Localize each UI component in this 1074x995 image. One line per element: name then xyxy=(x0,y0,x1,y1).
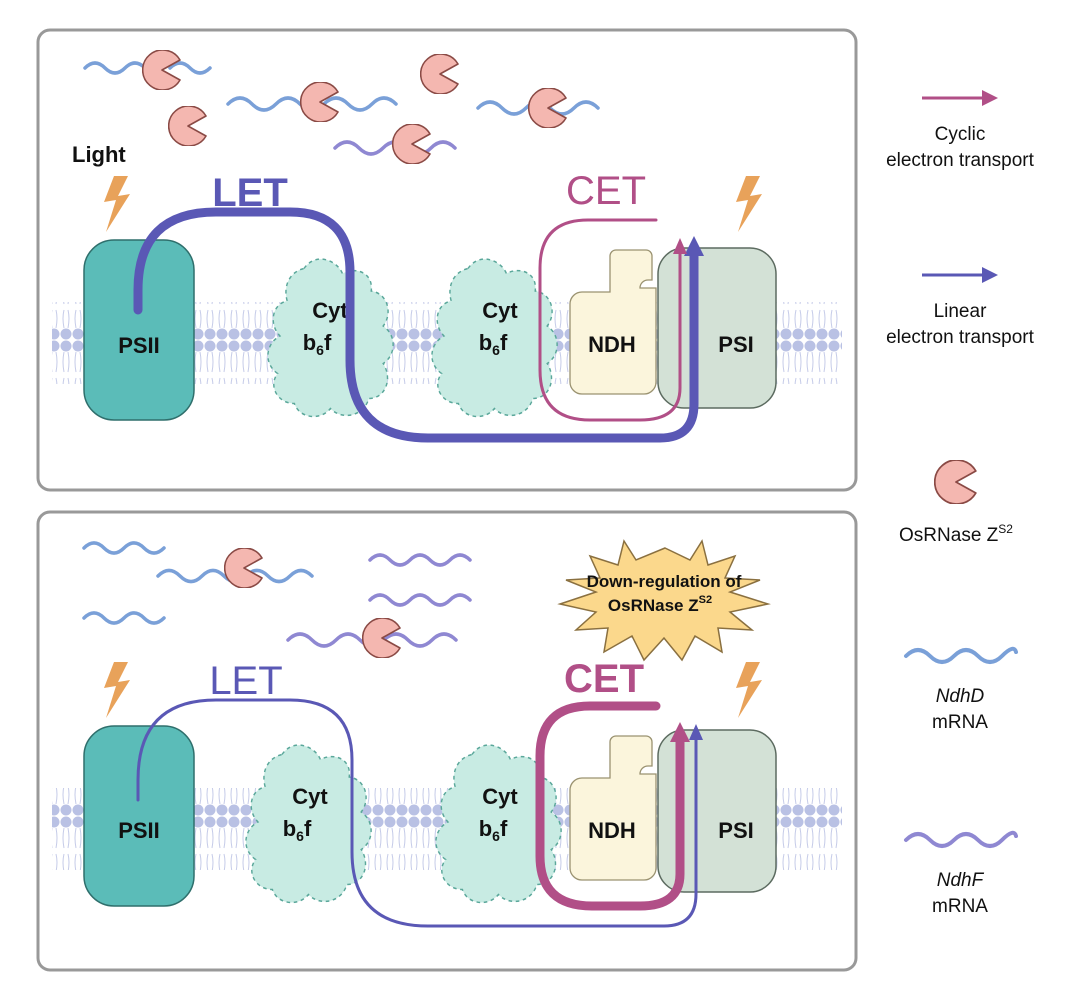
psii-label: PSII xyxy=(118,818,160,843)
callout-burst xyxy=(557,539,771,662)
cet-label: CET xyxy=(566,169,646,213)
psii-complex xyxy=(83,725,195,907)
ndhd-mrna-wave xyxy=(83,61,147,75)
ndhd-mrna-legend-icon xyxy=(904,646,1018,664)
ndhf-mrna-wave xyxy=(368,593,472,607)
ndhf-mrna-legend-icon xyxy=(904,830,1018,848)
ndhf-legend-name: NdhF xyxy=(937,870,985,891)
light-label: Light xyxy=(72,142,126,167)
cet-arrowhead xyxy=(670,722,690,742)
cyclic-legend-line2: electron transport xyxy=(886,150,1035,171)
ndhd-legend-name: NdhD xyxy=(936,686,985,707)
psi-complex xyxy=(657,247,777,409)
cet-label: CET xyxy=(564,657,644,701)
cyclic-legend-arrowhead xyxy=(982,90,998,106)
cyt-b6f-sublabel: b6f xyxy=(479,816,508,844)
cet-arrowhead xyxy=(673,238,687,254)
ndhd-mrna-wave xyxy=(82,541,166,555)
bottom-panel: Down-regulation of OsRNase ZS2 PSII Cyt … xyxy=(36,510,858,972)
ndhd-mrna-wave xyxy=(168,61,212,75)
cet-pathway xyxy=(538,218,682,422)
ndh-complex xyxy=(569,249,657,395)
ndhf-legend-type: mRNA xyxy=(932,896,988,917)
top-panel: Light PSII Cyt b6f Cyt b6f NDH PSI LET C… xyxy=(36,28,858,492)
let-pathway xyxy=(136,698,698,928)
cyt-b6f-sublabel: b6f xyxy=(479,330,508,358)
ndhd-legend-type: mRNA xyxy=(932,712,988,733)
let-pathway xyxy=(133,207,699,443)
ndhd-mrna-wave xyxy=(82,611,166,625)
psi-label: PSI xyxy=(718,818,753,843)
linear-legend-line2: electron transport xyxy=(886,327,1035,348)
osrnase-z-legend-icon xyxy=(934,460,977,504)
cyclic-legend-line1: Cyclic xyxy=(935,124,986,145)
cyt-b6f-label: Cyt xyxy=(482,298,518,323)
ndh-complex xyxy=(569,735,657,881)
cyt-b6f-label: Cyt xyxy=(482,784,518,809)
linear-legend-arrowhead xyxy=(982,267,998,283)
ndhf-mrna-wave xyxy=(368,553,472,567)
cyt-b6f-label: Cyt xyxy=(292,784,328,809)
osrnase-z-legend-label: OsRNase ZS2 xyxy=(899,522,1013,546)
let-label: LET xyxy=(212,171,288,215)
let-label: LET xyxy=(209,659,282,703)
cyt-b6f-sublabel: b6f xyxy=(303,330,332,358)
cyt-b6f-label: Cyt xyxy=(312,298,348,323)
let-arrowhead xyxy=(689,724,703,740)
ndh-label: NDH xyxy=(588,818,636,843)
cet-pathway xyxy=(535,701,685,911)
psi-complex xyxy=(657,729,777,893)
let-arrowhead xyxy=(684,236,704,256)
linear-legend-line1: Linear xyxy=(934,301,987,322)
ndh-label: NDH xyxy=(588,332,636,357)
callout-line1: Down-regulation of xyxy=(587,572,742,591)
psii-complex xyxy=(83,239,195,421)
legend: Cyclic electron transport Linear electro… xyxy=(886,90,1035,917)
psii-label: PSII xyxy=(118,333,160,358)
cyt-b6f-sublabel: b6f xyxy=(283,816,312,844)
callout-line2: OsRNase ZS2 xyxy=(608,594,712,615)
psi-label: PSI xyxy=(718,332,753,357)
